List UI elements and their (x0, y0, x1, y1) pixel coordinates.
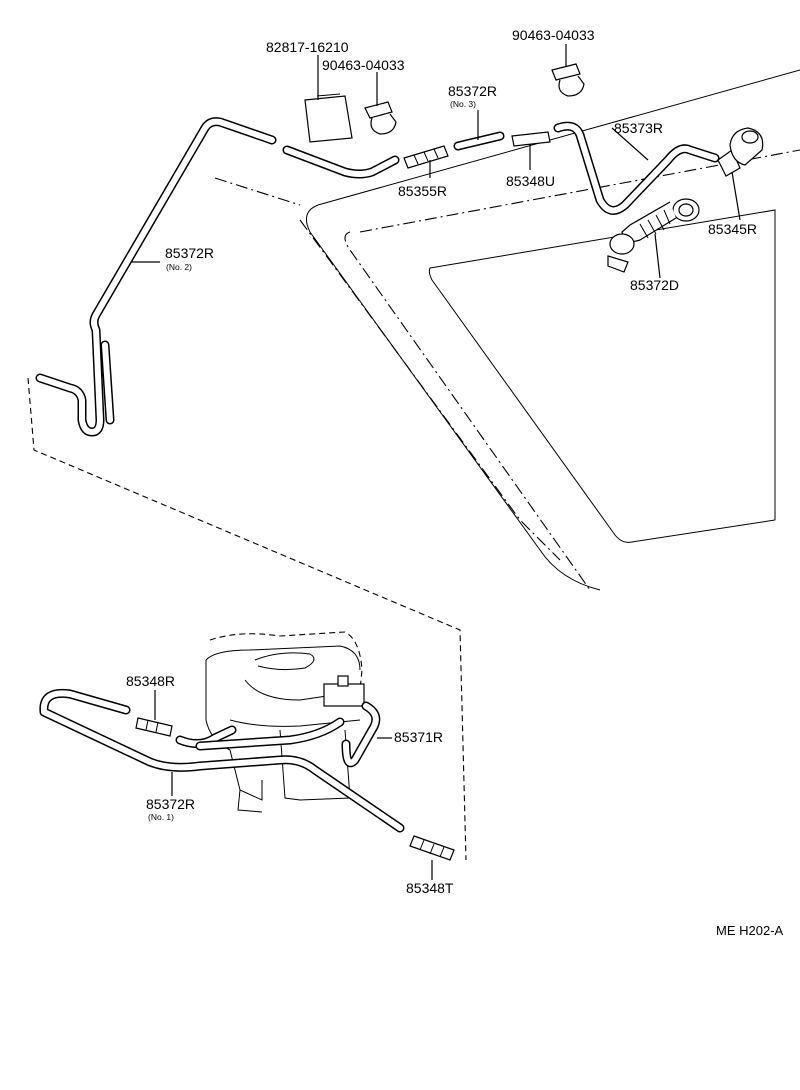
label-85345r: 85345R (708, 221, 757, 237)
clip-90463-middle (364, 101, 397, 135)
label-85348t: 85348T (406, 880, 454, 896)
label-82817-16210: 82817-16210 (266, 39, 349, 55)
connector-85355r (403, 145, 449, 169)
nozzle-85345r (717, 127, 764, 177)
hose-85371r (341, 701, 381, 768)
connector-85348u (511, 131, 551, 147)
hose-upper-segment (282, 145, 400, 179)
hose-85372r-no2 (35, 117, 277, 437)
label-85372d: 85372D (630, 277, 679, 293)
diagram-code: ME H202-A (716, 923, 784, 938)
connector-85348t (409, 835, 455, 861)
dashed-reference-lines (27, 377, 467, 861)
hose-85373r (553, 121, 720, 215)
label-85371r: 85371R (394, 729, 443, 745)
label-90463-04033-top: 90463-04033 (512, 27, 595, 43)
washer-tank (205, 631, 365, 813)
label-card-82817 (304, 93, 353, 143)
rear-body-outline (214, 69, 800, 591)
label-85373r: 85373R (614, 120, 663, 136)
label-85372r-no1: 85372R (146, 796, 195, 812)
connector-85348r (135, 717, 173, 737)
label-85355r: 85355R (398, 183, 447, 199)
label-85348r: 85348R (126, 673, 175, 689)
label-90463-04033-middle: 90463-04033 (322, 57, 405, 73)
hose-85372r-no3 (453, 131, 505, 151)
label-85372r-no3: 85372R (448, 83, 497, 99)
clip-90463-top (551, 63, 585, 97)
label-85372r-no2-sub: (No. 2) (166, 262, 192, 272)
hose-85372r-no1 (39, 688, 405, 833)
label-85372r-no1-sub: (No. 1) (148, 812, 174, 822)
label-85372r-no3-sub: (No. 3) (450, 99, 476, 109)
leader-lines (132, 44, 741, 880)
label-85372r-no2: 85372R (165, 245, 214, 261)
label-85348u: 85348U (506, 173, 555, 189)
grommet-85372d (607, 198, 700, 273)
